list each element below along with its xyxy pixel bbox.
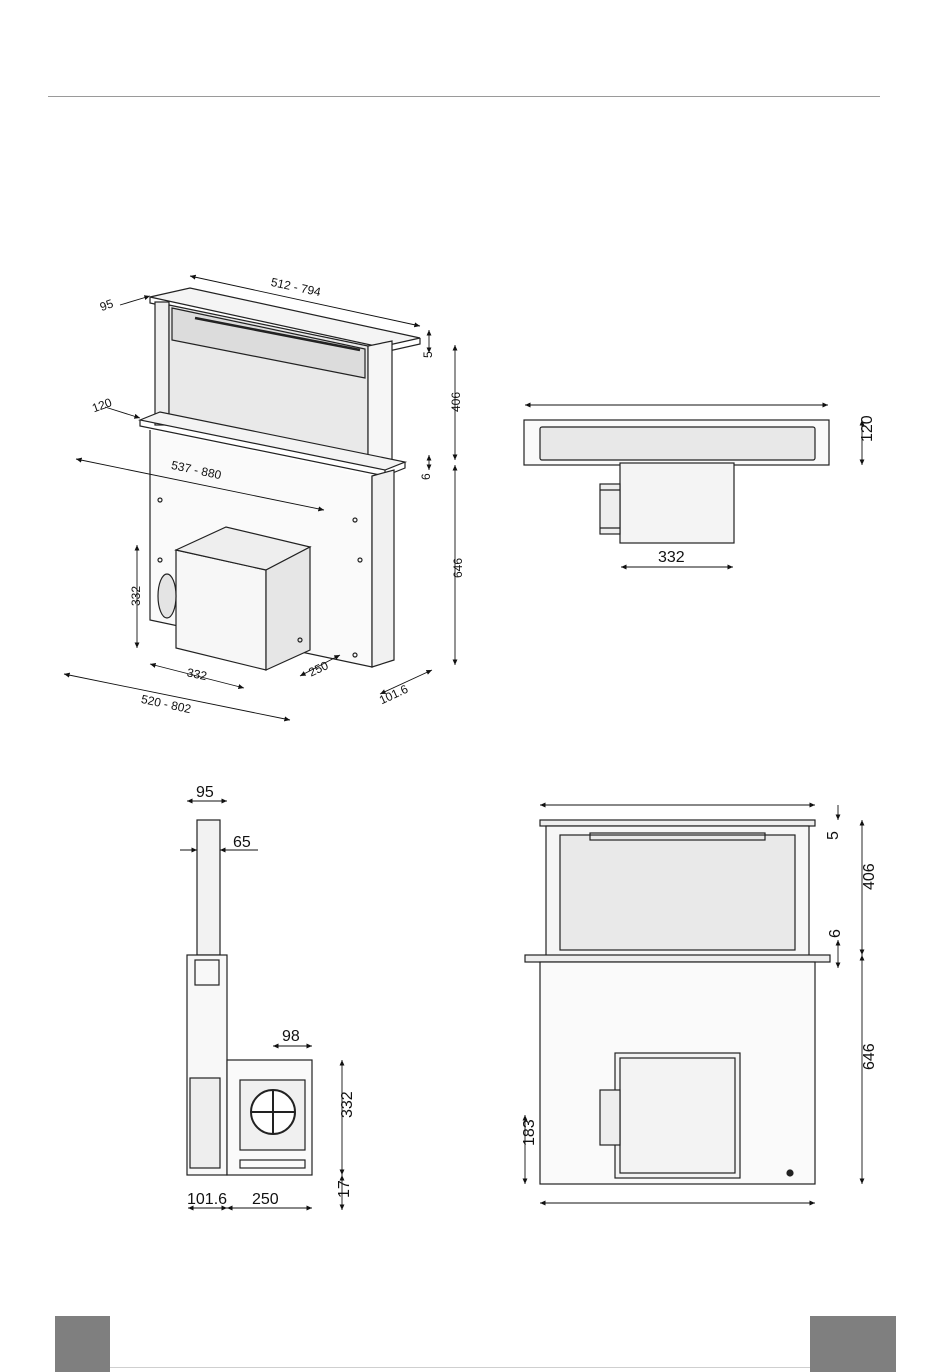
dim-label: 646	[451, 558, 465, 578]
dim-label: 6	[827, 929, 844, 938]
dim-label: 406	[449, 392, 463, 412]
dim-label: 101.6	[377, 682, 410, 708]
front-view	[525, 820, 830, 1184]
dim-label: 332	[658, 549, 685, 566]
dim-label: 5	[825, 831, 842, 840]
dim-label: 5	[421, 351, 435, 358]
dim-label: 101.6	[187, 1191, 227, 1208]
dim-label: 120	[859, 415, 876, 442]
top-view	[524, 420, 829, 543]
dim-label: 95	[196, 784, 214, 801]
dim-label: 646	[861, 1043, 878, 1070]
isometric-view	[140, 288, 420, 670]
side-view	[187, 820, 312, 1175]
dim-label: 250	[252, 1191, 279, 1208]
dim-label: 17	[336, 1180, 353, 1198]
dim-label: 406	[861, 863, 878, 890]
dim-label: 6	[419, 473, 433, 480]
dim-label: 183	[521, 1119, 538, 1146]
footer-tab-right	[810, 1316, 896, 1372]
dim-label: 512 - 794	[270, 275, 323, 299]
dim-label: 98	[282, 1028, 300, 1045]
footer-tab-left	[55, 1316, 110, 1372]
dim-label: 520 - 802	[140, 692, 193, 716]
dim-label: 332	[129, 586, 143, 606]
dim-label: 120	[90, 395, 114, 415]
dim-label: 332	[186, 665, 209, 683]
dim-label: 95	[98, 296, 116, 314]
dim-label: 65	[233, 834, 251, 851]
footer-rule	[110, 1367, 810, 1368]
dim-label: 332	[339, 1091, 356, 1118]
